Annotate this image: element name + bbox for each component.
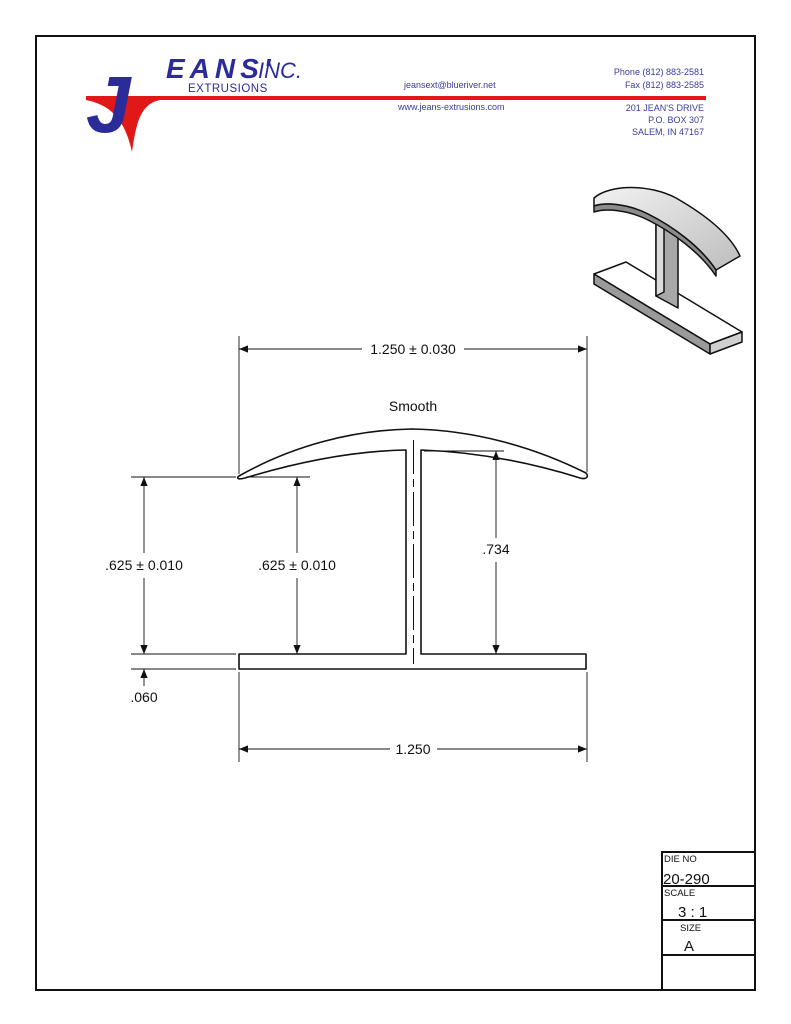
isometric-profile-view (593, 186, 743, 355)
address-line-2: P.O. BOX 307 (648, 115, 704, 125)
scale-label: SCALE (664, 888, 695, 899)
size-value: A (684, 938, 694, 955)
profile-cross-section (236, 428, 589, 670)
company-fax: Fax (812) 883-2585 (625, 80, 704, 90)
die-no-value: 20-290 (663, 871, 710, 888)
dimension-lines (131, 336, 588, 762)
base-thickness-dimension: .060 (130, 689, 157, 705)
die-no-label: DIE NO (664, 854, 697, 865)
scale-value: 3 : 1 (678, 904, 707, 921)
company-phone: Phone (812) 883-2581 (614, 67, 704, 77)
sheet-border (35, 35, 756, 991)
base-width-dimension: 1.250 (395, 741, 430, 757)
logo-name: EANS' (166, 53, 275, 84)
stem-height-dimension: .734 (482, 541, 509, 557)
surface-finish-note: Smooth (389, 398, 437, 414)
top-width-dimension: 1.250 ± 0.030 (370, 341, 456, 357)
logo-initial: J (86, 60, 132, 149)
logo-inc: INC. (258, 58, 302, 83)
company-email: jeansext@blueriver.net (403, 80, 496, 90)
logo-subtitle: EXTRUSIONS (188, 83, 268, 95)
address-line-3: SALEM, IN 47167 (632, 127, 704, 137)
company-website: www.jeans-extrusions.com (397, 102, 505, 112)
company-logo: J EANS' INC. EXTRUSIONS (86, 53, 706, 152)
inner-height-dimension: .625 ± 0.010 (258, 557, 336, 573)
title-block (661, 851, 756, 991)
overall-height-dimension: .625 ± 0.010 (105, 557, 183, 573)
size-label: SIZE (680, 923, 701, 934)
profile-outline (236, 428, 589, 670)
address-line-1: 201 JEAN'S DRIVE (626, 103, 704, 113)
logo-red-swoosh (86, 96, 706, 152)
